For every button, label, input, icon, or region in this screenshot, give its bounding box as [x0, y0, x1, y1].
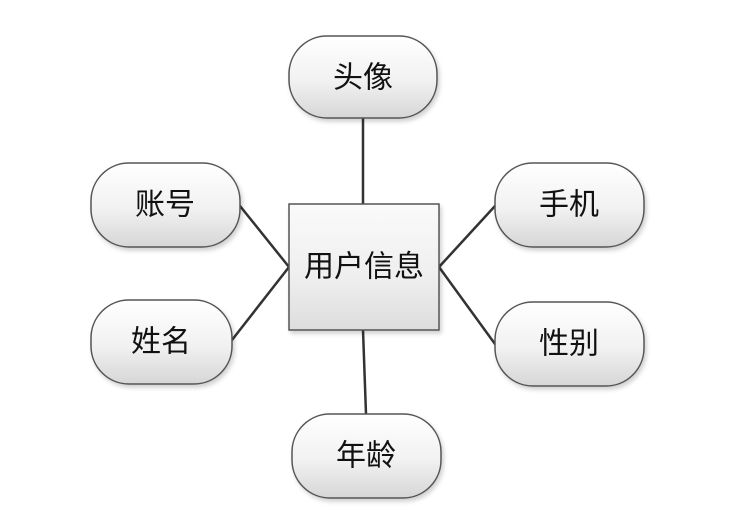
attribute-box — [494, 162, 645, 248]
attribute-box — [90, 299, 233, 385]
attribute-label: 手机 — [539, 188, 599, 223]
entity-box — [288, 203, 440, 331]
entity-label: 用户信息 — [304, 250, 424, 285]
connector-age — [361, 328, 368, 416]
attribute-label: 姓名 — [131, 325, 191, 360]
attribute-box — [288, 35, 438, 119]
attribute-box — [291, 413, 442, 499]
attribute-box — [494, 301, 645, 387]
attribute-label: 年龄 — [336, 439, 396, 474]
attribute-label: 头像 — [333, 61, 393, 96]
entity-user-info: 用户信息 — [288, 203, 440, 331]
attribute-box — [90, 162, 241, 248]
attribute-phone: 手机 — [494, 162, 645, 248]
attribute-label: 性别 — [539, 327, 599, 362]
attribute-avatar: 头像 — [288, 35, 438, 119]
connector-gender — [437, 265, 497, 346]
connectors — [230, 116, 497, 416]
connector-account — [238, 204, 291, 269]
attribute-account: 账号 — [90, 162, 241, 248]
connector-phone — [437, 204, 497, 269]
attribute-age: 年龄 — [291, 413, 442, 499]
connector-name — [230, 265, 291, 342]
attribute-gender: 性别 — [494, 301, 645, 387]
attribute-label: 账号 — [135, 188, 195, 223]
attribute-name: 姓名 — [90, 299, 233, 385]
